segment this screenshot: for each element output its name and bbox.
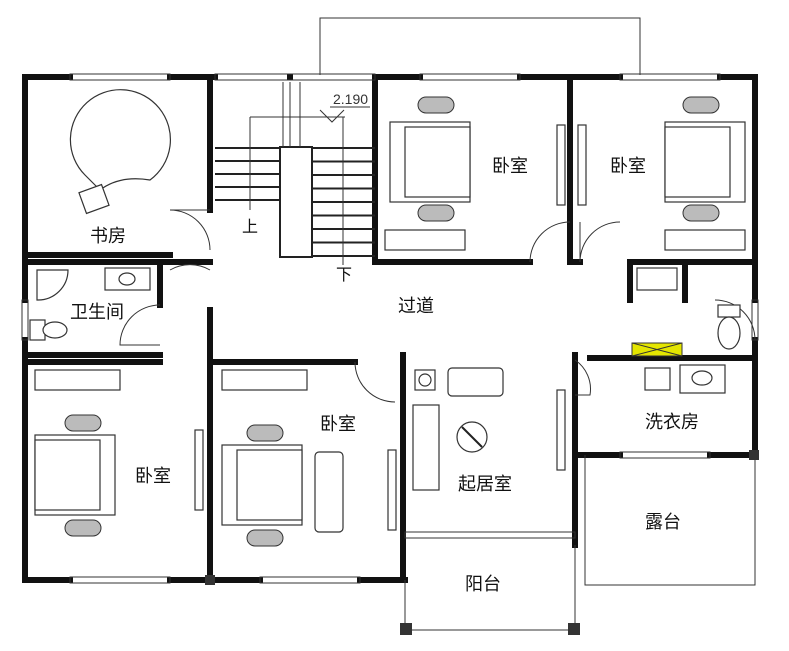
room-label-bedroom-bottom-mid: 卧室 <box>320 414 356 435</box>
room-label-bathroom: 卫生间 <box>70 302 124 323</box>
room-label-bedroom-top-1: 卧室 <box>492 156 528 177</box>
top-balcony-outline <box>319 17 641 75</box>
room-label-corridor: 过道 <box>398 296 434 317</box>
stair-up-label: 上 <box>242 217 258 236</box>
walls <box>22 74 758 583</box>
room-label-bedroom-top-2: 卧室 <box>610 156 646 177</box>
staircase: 2.190 上 下 <box>215 82 375 284</box>
doors <box>119 209 756 403</box>
room-label-study: 书房 <box>90 226 126 247</box>
room-label-laundry: 洗衣房 <box>645 412 699 433</box>
study-desk <box>69 89 172 191</box>
room-label-bedroom-bottom-left: 卧室 <box>135 466 171 487</box>
elevation-label: 2.190 <box>333 91 368 107</box>
room-label-terrace: 露台 <box>645 512 681 533</box>
room-label-living: 起居室 <box>458 474 512 495</box>
stair-down-label: 下 <box>336 265 352 284</box>
outdoor-outlines <box>205 450 759 635</box>
room-label-balcony: 阳台 <box>465 574 501 595</box>
furniture <box>29 89 746 547</box>
